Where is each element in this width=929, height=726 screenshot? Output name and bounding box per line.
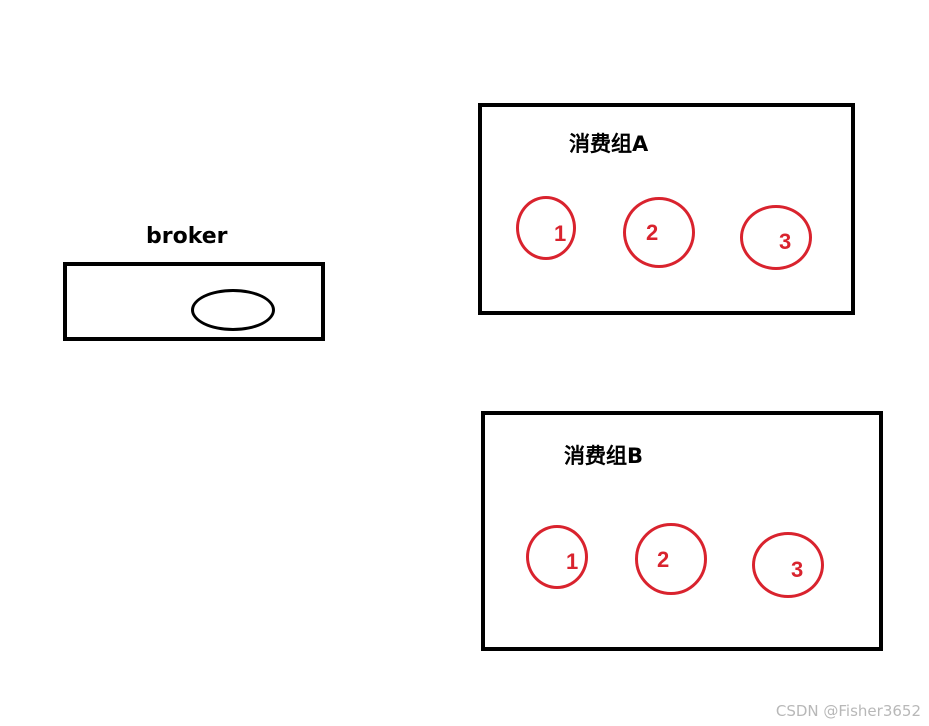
- group-a-consumer-1-number: 1: [554, 221, 567, 246]
- watermark-text: CSDN @Fisher3652: [775, 702, 921, 720]
- consumer-group-a-label: 消费组A: [569, 132, 649, 156]
- broker-label: broker: [146, 224, 228, 249]
- broker-message-ellipse: [191, 289, 275, 331]
- broker-box: [63, 262, 325, 341]
- group-b-consumer-2-number: 2: [657, 547, 670, 572]
- consumer-group-b-box: [481, 411, 883, 651]
- group-a-consumer-2: [623, 197, 695, 268]
- group-a-consumer-2-number: 2: [646, 220, 659, 245]
- group-b-consumer-1-number: 1: [566, 549, 579, 574]
- group-b-consumer-3-number: 3: [791, 557, 804, 582]
- group-a-consumer-3: [740, 205, 812, 270]
- group-a-consumer-3-number: 3: [779, 229, 792, 254]
- group-b-consumer-3: [752, 532, 824, 598]
- group-b-consumer-1: [526, 525, 588, 589]
- group-b-consumer-2: [635, 523, 707, 595]
- group-a-consumer-1: [516, 196, 576, 260]
- consumer-group-a-box: [478, 103, 855, 315]
- consumer-group-b-label: 消费组B: [564, 444, 644, 468]
